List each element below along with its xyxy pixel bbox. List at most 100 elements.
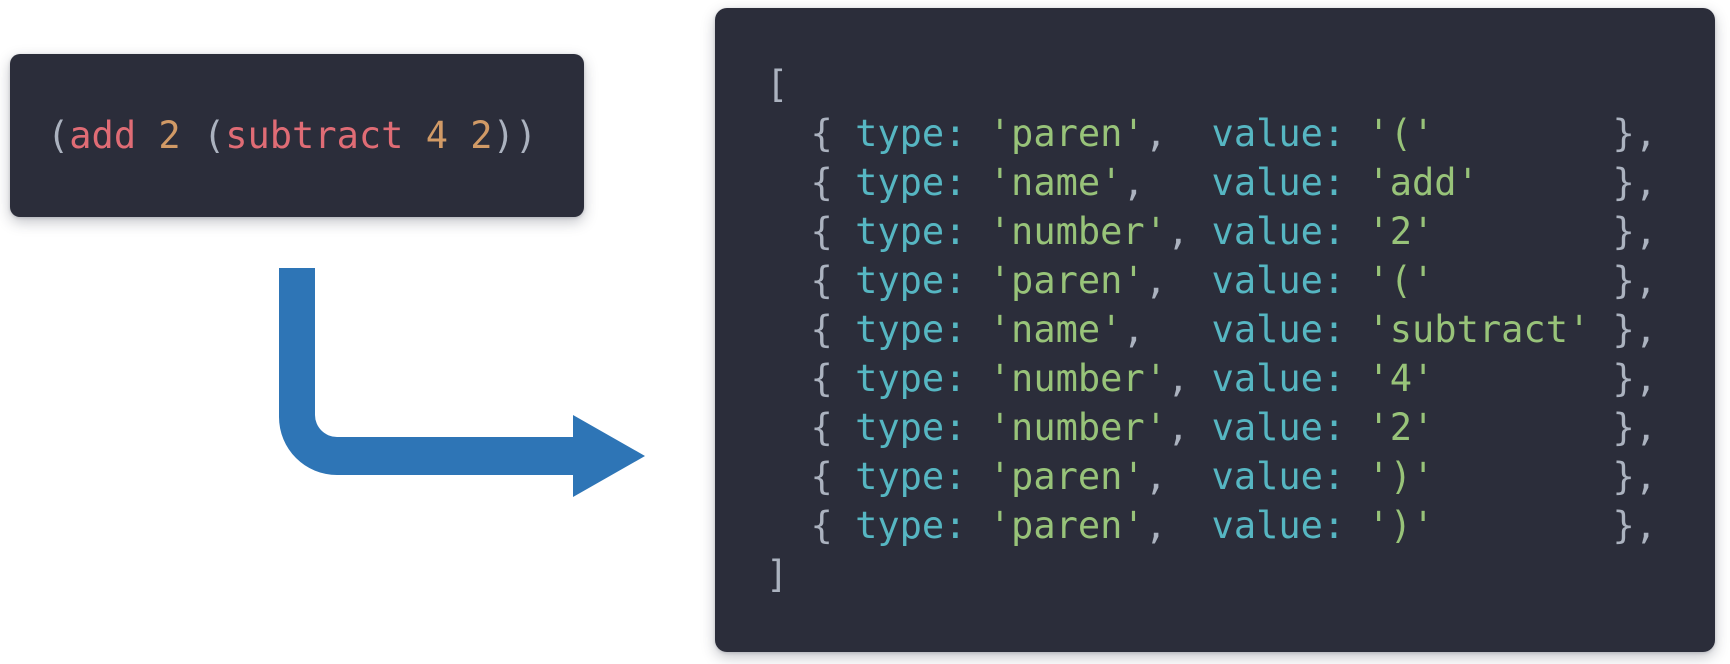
comma: ,	[1122, 308, 1212, 351]
object-open-brace: {	[766, 161, 856, 204]
code-token	[1345, 112, 1367, 155]
token-row: { type: 'number', value: '4' },	[766, 357, 1658, 400]
code-token	[967, 210, 989, 253]
value-key: value:	[1211, 161, 1346, 204]
comma: ,	[1122, 161, 1212, 204]
token-type-value: 'paren'	[988, 112, 1145, 155]
code-token	[1434, 259, 1612, 302]
token-type-value: 'name'	[988, 161, 1123, 204]
value-key: value:	[1211, 504, 1346, 547]
code-token	[967, 308, 989, 351]
source-token: 2	[470, 114, 493, 157]
source-token	[181, 114, 203, 157]
source-token	[448, 114, 470, 157]
code-token	[1434, 455, 1612, 498]
object-open-brace: {	[766, 455, 856, 498]
value-key: value:	[1211, 112, 1346, 155]
object-open-brace: {	[766, 259, 856, 302]
object-open-brace: {	[766, 210, 856, 253]
flow-arrow-icon	[279, 268, 645, 497]
code-token	[967, 112, 989, 155]
value-key: value:	[1211, 308, 1346, 351]
object-close-brace: },	[1612, 210, 1658, 253]
source-token	[136, 114, 158, 157]
token-row: { type: 'paren', value: ')' },	[766, 504, 1658, 547]
array-open-bracket: [	[766, 63, 789, 106]
token-type-value: 'number'	[988, 357, 1167, 400]
value-key: value:	[1211, 406, 1346, 449]
tokens-output-panel: [ { type: 'paren', value: '(' }, { type:…	[715, 8, 1715, 652]
object-close-brace: },	[1612, 308, 1658, 351]
comma: ,	[1144, 455, 1212, 498]
token-type-value: 'paren'	[988, 504, 1145, 547]
token-value-value: 'add'	[1367, 161, 1479, 204]
token-value-value: 'subtract'	[1367, 308, 1591, 351]
object-close-brace: },	[1612, 406, 1658, 449]
source-token: add	[69, 114, 137, 157]
code-token	[967, 504, 989, 547]
type-key: type:	[855, 308, 967, 351]
source-token: 2	[158, 114, 181, 157]
code-token	[967, 161, 989, 204]
source-code-panel: (add 2 (subtract 4 2))	[10, 54, 584, 217]
code-token	[1345, 504, 1367, 547]
token-value-value: '('	[1367, 259, 1435, 302]
source-token: subtract	[225, 114, 404, 157]
token-type-value: 'number'	[988, 210, 1167, 253]
token-row: { type: 'paren', value: '(' },	[766, 112, 1658, 155]
code-token	[967, 406, 989, 449]
token-type-value: 'name'	[988, 308, 1123, 351]
code-token	[1479, 161, 1613, 204]
code-token	[1434, 504, 1612, 547]
type-key: type:	[855, 259, 967, 302]
token-row: { type: 'name', value: 'add' },	[766, 161, 1658, 204]
type-key: type:	[855, 357, 967, 400]
code-token	[1345, 210, 1367, 253]
comma: ,	[1167, 210, 1212, 253]
value-key: value:	[1211, 455, 1346, 498]
object-close-brace: },	[1612, 504, 1658, 547]
source-code-line: (add 2 (subtract 4 2))	[10, 111, 537, 160]
object-open-brace: {	[766, 357, 856, 400]
type-key: type:	[855, 406, 967, 449]
token-value-value: '('	[1367, 112, 1435, 155]
object-open-brace: {	[766, 112, 856, 155]
token-value-value: '2'	[1367, 406, 1435, 449]
token-row: { type: 'name', value: 'subtract' },	[766, 308, 1658, 351]
type-key: type:	[855, 161, 967, 204]
token-value-value: '4'	[1367, 357, 1435, 400]
comma: ,	[1144, 504, 1212, 547]
type-key: type:	[855, 455, 967, 498]
value-key: value:	[1211, 357, 1346, 400]
arrow-shape	[279, 268, 645, 497]
object-open-brace: {	[766, 406, 856, 449]
code-token	[1345, 357, 1367, 400]
type-key: type:	[855, 112, 967, 155]
source-token: ))	[492, 114, 538, 157]
type-key: type:	[855, 504, 967, 547]
object-close-brace: },	[1612, 259, 1658, 302]
token-value-value: '2'	[1367, 210, 1435, 253]
source-token: (	[202, 114, 226, 157]
source-token: 4	[425, 114, 449, 157]
token-row: { type: 'paren', value: '(' },	[766, 259, 1658, 302]
token-type-value: 'number'	[988, 406, 1167, 449]
token-row: { type: 'number', value: '2' },	[766, 406, 1658, 449]
code-token	[967, 259, 989, 302]
code-token	[1345, 455, 1367, 498]
code-token	[1590, 308, 1612, 351]
code-token	[1434, 112, 1612, 155]
comma: ,	[1167, 357, 1212, 400]
source-token: (	[47, 114, 70, 157]
tokens-code-block: [ { type: 'paren', value: '(' }, { type:…	[715, 8, 1715, 599]
object-close-brace: },	[1612, 112, 1658, 155]
value-key: value:	[1211, 259, 1346, 302]
code-token	[1434, 406, 1612, 449]
object-close-brace: },	[1612, 161, 1658, 204]
code-token	[1345, 259, 1367, 302]
code-token	[1434, 210, 1612, 253]
token-value-value: ')'	[1367, 455, 1435, 498]
value-key: value:	[1211, 210, 1346, 253]
token-type-value: 'paren'	[988, 455, 1145, 498]
comma: ,	[1167, 406, 1212, 449]
